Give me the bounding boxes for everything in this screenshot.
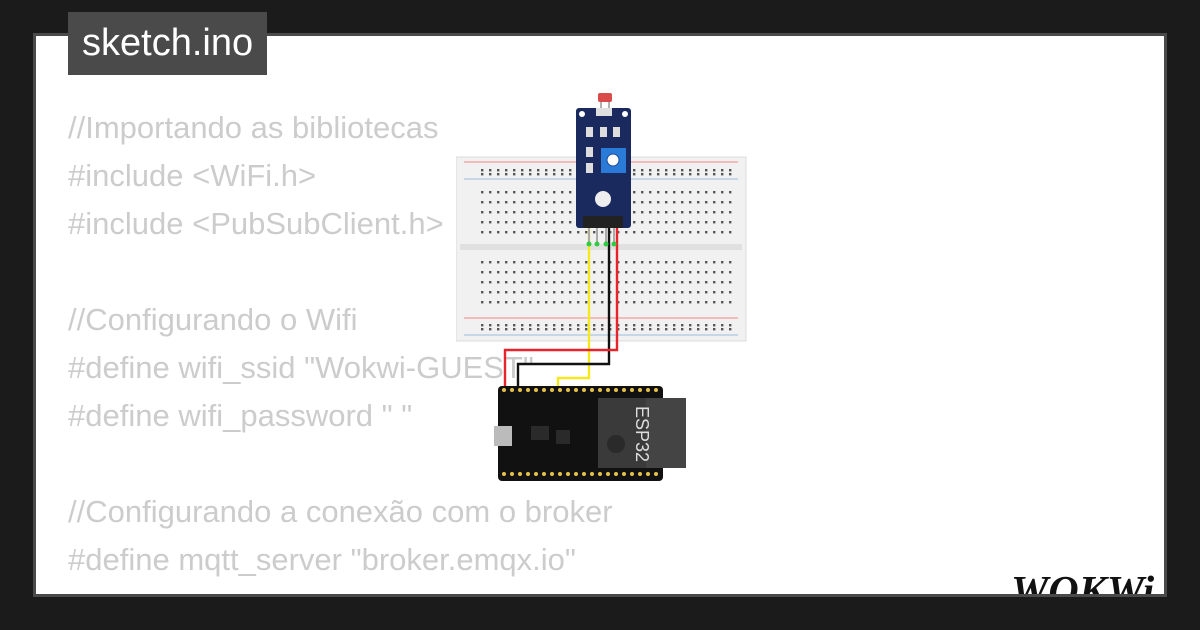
code-line: //Importando as bibliotecas — [68, 110, 439, 145]
board-label: ESP32 — [632, 406, 652, 462]
filename-tab: sketch.ino — [68, 12, 268, 75]
code-line: #include <WiFi.h> — [68, 158, 317, 193]
code-line: //Configurando o Publish — [68, 584, 613, 594]
code-line: #define wifi_ssid "Wokwi-GUEST" — [68, 350, 534, 385]
breadboard-icon — [456, 156, 747, 342]
preview-card: //Importando as bibliotecas #include <Wi… — [33, 33, 1167, 597]
wire-red — [503, 214, 619, 388]
ldr-sensor-module-icon — [576, 93, 631, 247]
esp32-devkit-icon: ESP32 — [494, 386, 686, 481]
code-line: //Configurando a conexão com o broker — [68, 494, 613, 529]
wokwi-logo-text: WOKWi — [1011, 569, 1154, 597]
code-line: #define mqtt_server "broker.emqx.io" — [68, 542, 576, 577]
code-line: #include <PubSubClient.h> — [68, 206, 444, 241]
wire-black — [516, 214, 611, 388]
wire-yellow — [556, 214, 591, 388]
code-preview: //Importando as bibliotecas #include <Wi… — [68, 104, 613, 594]
code-line: #define wifi_password " " — [68, 398, 413, 433]
circuit-diagram: ESP32 — [456, 93, 747, 481]
code-line: //Configurando o Wifi — [68, 302, 358, 337]
wires — [503, 214, 619, 388]
wokwi-logo: WOKWi — [1011, 569, 1154, 597]
